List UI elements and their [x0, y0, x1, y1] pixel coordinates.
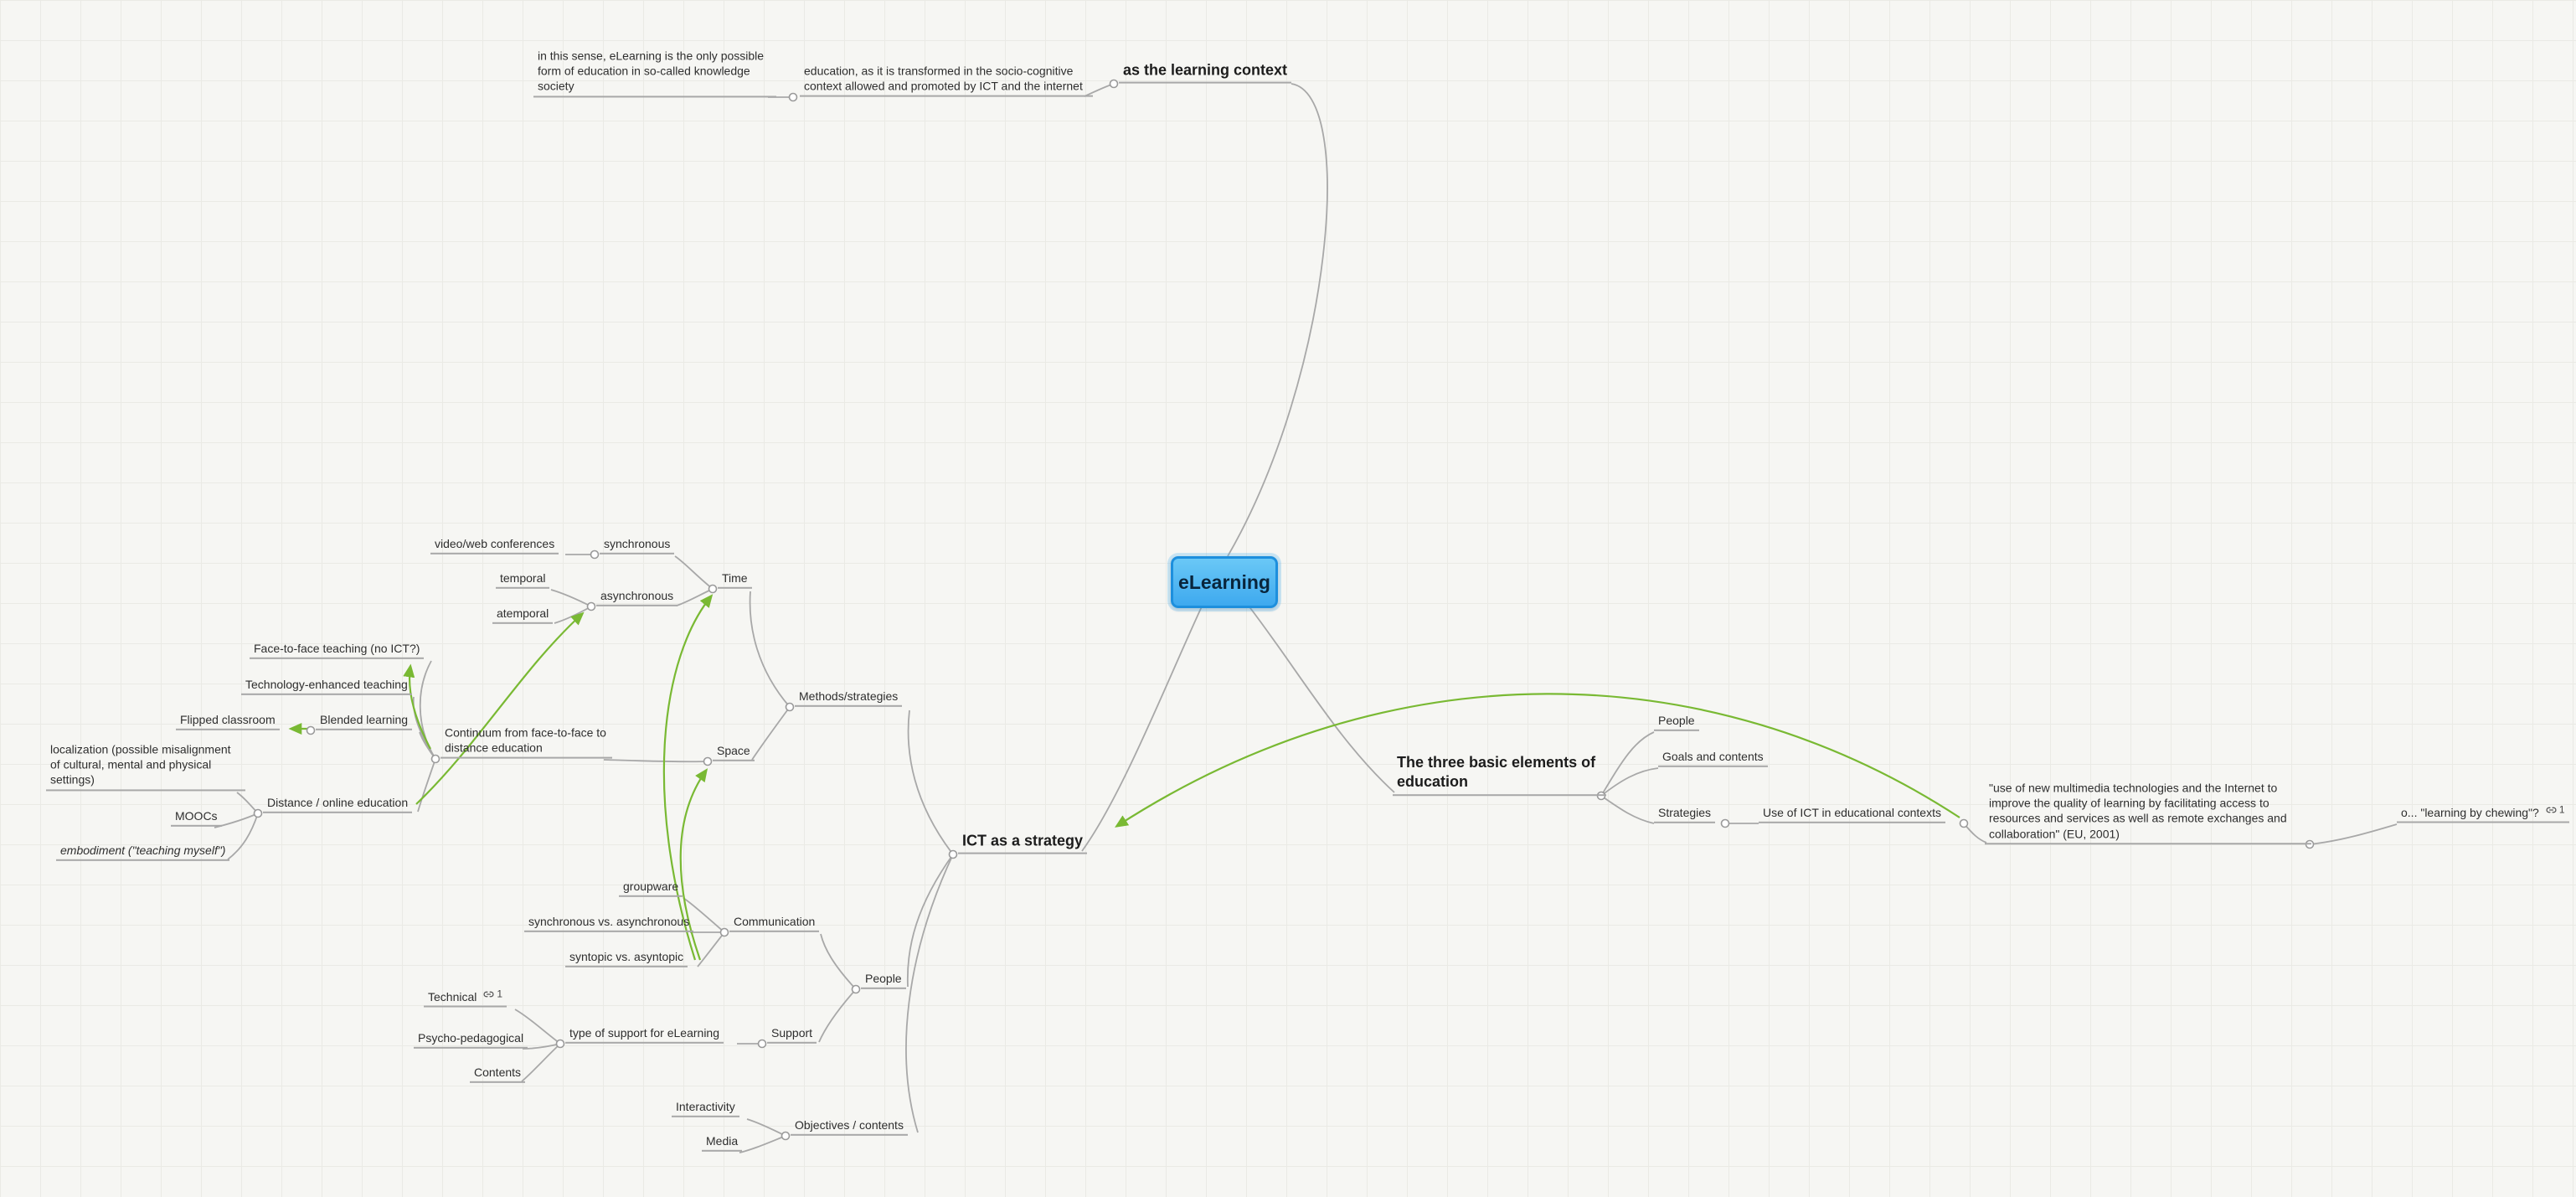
node-localization[interactable]: localization (possible misalignment of c…	[46, 740, 245, 791]
root-node-elearning[interactable]: eLearning	[1171, 556, 1278, 608]
node-label: Technical	[428, 989, 477, 1004]
node-people[interactable]: People	[1654, 712, 1699, 731]
node-technology-enhanced-teaching[interactable]: Technology-enhanced teaching	[241, 676, 412, 695]
link-badge[interactable]: 1	[2546, 804, 2565, 818]
node-moocs[interactable]: MOOCs	[171, 807, 222, 827]
node-video-web-conferences[interactable]: video/web conferences	[430, 535, 559, 555]
cross-link-arrow	[662, 594, 714, 961]
node-atemporal[interactable]: atemporal	[492, 605, 554, 624]
node-in-this-sense[interactable]: in this sense, eLearning is the only pos…	[533, 47, 776, 97]
node-technical[interactable]: Technical 1	[424, 988, 507, 1008]
node-contents[interactable]: Contents	[470, 1064, 526, 1083]
cross-link-arrow	[1115, 693, 1960, 828]
branch-lines	[214, 83, 2398, 1153]
link-badge[interactable]: 1	[483, 988, 502, 1002]
node-objectives-contents[interactable]: Objectives / contents	[791, 1117, 908, 1136]
link-count: 1	[2558, 803, 2565, 816]
cross-link-arrow	[403, 663, 431, 750]
node-strategies[interactable]: Strategies	[1654, 804, 1716, 823]
node-flipped-classroom[interactable]: Flipped classroom	[176, 711, 280, 730]
node-connector-dots[interactable]	[253, 79, 2315, 1141]
node-use-of-ict[interactable]: Use of ICT in educational contexts	[1759, 804, 1945, 823]
node-continuum[interactable]: Continuum from face-to-face to distance …	[440, 725, 612, 759]
node-time[interactable]: Time	[718, 570, 752, 589]
node-goals-and-contents[interactable]: Goals and contents	[1658, 748, 1768, 767]
cross-link-arrows[interactable]	[288, 594, 1960, 961]
node-face-to-face-teaching[interactable]: Face-to-face teaching (no ICT?)	[250, 640, 425, 659]
node-space[interactable]: Space	[713, 742, 755, 761]
node-eu-quote[interactable]: "use of new multimedia technologies and …	[1985, 779, 2311, 844]
link-icon	[483, 991, 494, 998]
node-as-learning-context[interactable]: as the learning context	[1119, 60, 1292, 84]
node-interactivity[interactable]: Interactivity	[672, 1098, 739, 1117]
node-embodiment[interactable]: embodiment ("teaching myself")	[56, 842, 230, 861]
node-temporal[interactable]: temporal	[496, 570, 550, 589]
node-label: o... "learning by chewing"?	[2401, 805, 2539, 819]
link-icon	[2546, 807, 2557, 813]
node-synchronous-vs-asynchronous[interactable]: synchronous vs. asynchronous	[524, 913, 694, 932]
node-communication[interactable]: Communication	[729, 913, 820, 932]
node-type-of-support[interactable]: type of support for eLearning	[565, 1024, 724, 1044]
node-blended-learning[interactable]: Blended learning	[316, 711, 413, 730]
node-psycho-pedagogical[interactable]: Psycho-pedagogical	[414, 1029, 528, 1049]
node-learning-by-chewing[interactable]: o... "learning by chewing"? 1	[2397, 803, 2569, 823]
node-distance-online-education[interactable]: Distance / online education	[263, 794, 413, 813]
node-media[interactable]: Media	[702, 1133, 743, 1152]
cross-link-arrow	[415, 611, 585, 805]
node-people-ict[interactable]: People	[861, 970, 906, 989]
link-count: 1	[497, 988, 503, 1000]
node-three-basic-elements[interactable]: The three basic elements of education	[1393, 752, 1606, 796]
node-groupware[interactable]: groupware	[619, 878, 683, 897]
node-methods-strategies[interactable]: Methods/strategies	[795, 688, 903, 707]
node-asynchronous[interactable]: asynchronous	[596, 587, 678, 606]
cross-link-arrow	[679, 768, 708, 961]
node-education-transformed[interactable]: education, as it is transformed in the s…	[800, 63, 1093, 97]
node-support[interactable]: Support	[767, 1024, 817, 1044]
node-syntopic-vs-asyntopic[interactable]: syntopic vs. asyntopic	[565, 948, 688, 967]
node-ict-as-a-strategy[interactable]: ICT as a strategy	[958, 831, 1088, 854]
node-synchronous[interactable]: synchronous	[600, 535, 675, 555]
